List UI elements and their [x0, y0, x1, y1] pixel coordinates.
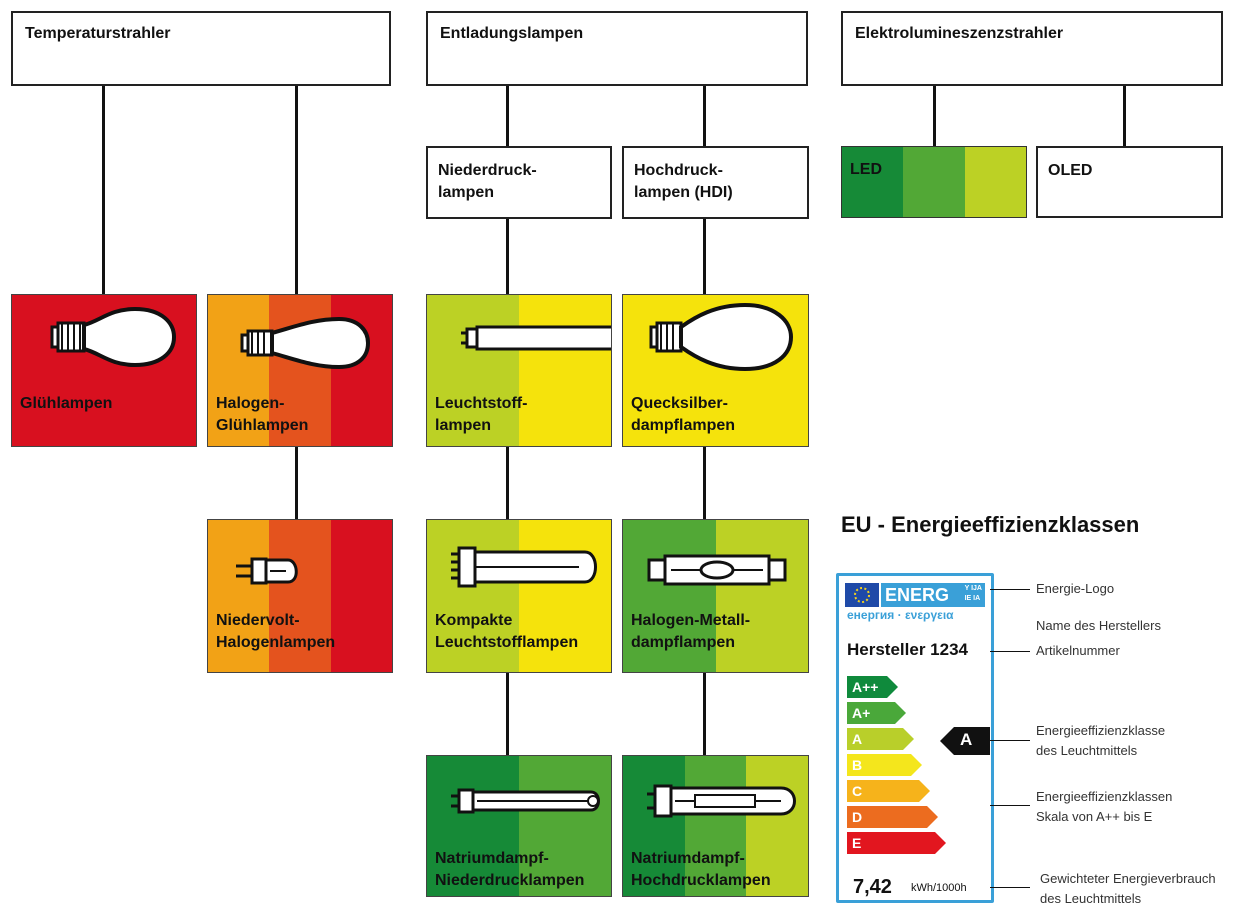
- tile-halogen-gluehlampen: Halogen- Glühlampen: [207, 294, 393, 447]
- tile-kompakte-leuchtstofflampen: Kompakte Leuchtstofflampen: [426, 519, 612, 673]
- manufacturer-name: Hersteller 1234: [847, 640, 968, 659]
- tile-niedervolt-halogenlampen: Niedervolt- Halogenlampen: [207, 519, 393, 673]
- tile-label: Quecksilber- dampflampen: [631, 395, 736, 434]
- annotation-energy-logo: Energie-Logo: [1036, 581, 1115, 596]
- subcategory-oled: OLED: [1036, 146, 1223, 218]
- energy-class-label: A: [852, 731, 863, 747]
- connector-line: [506, 218, 509, 294]
- annotation-efficiency-class: Energieeffizienzklasse des Leuchtmittels: [1036, 723, 1166, 758]
- category-label: Elektrolumineszenzstrahler: [855, 25, 1064, 42]
- logo-subtitle: енергия · ενεργεια: [847, 608, 954, 622]
- tile-halogen-metalldampflampen: Halogen-Metall- dampflampen: [622, 519, 809, 673]
- leader-line: [990, 740, 1030, 741]
- current-class-label: A: [960, 730, 973, 749]
- annotation-consumption: Gewichteter Energieverbrauch des Leuchtm…: [1040, 871, 1216, 906]
- tile-label: Natriumdampf- Niederdrucklampen: [435, 850, 585, 889]
- energy-class-label: E: [852, 835, 862, 851]
- energy-class-label: C: [852, 783, 863, 799]
- logo-small-text: Y IJA IE IA: [964, 585, 982, 602]
- consumption-value: 7,42: [853, 876, 892, 898]
- energy-class-bar: A++: [847, 676, 899, 698]
- energ-logo-box: ENERG Y IJA IE IA: [881, 583, 985, 607]
- tile-natriumdampf-niederdrucklampen: Natriumdampf- Niederdrucklampen: [426, 755, 612, 897]
- leader-line: [990, 805, 1030, 806]
- connector-line: [506, 447, 509, 519]
- low-voltage-halogen-icon: [236, 557, 298, 585]
- energy-class-label: B: [852, 757, 863, 773]
- tile-gluehlampen: Glühlampen: [11, 294, 197, 447]
- incandescent-bulb-icon: [50, 306, 177, 368]
- connector-line: [102, 86, 105, 294]
- tile-label: Glühlampen: [20, 395, 113, 412]
- tile-label: Kompakte Leuchtstofflampen: [435, 612, 579, 651]
- tile-label: LED: [850, 161, 882, 178]
- connector-line: [703, 86, 706, 146]
- subcategory-led: LED: [841, 146, 1027, 218]
- connector-line: [295, 447, 298, 519]
- annotation-article: Artikelnummer: [1036, 643, 1120, 658]
- annotation-class-scale: Energieeffizienzklassen Skala von A++ bi…: [1036, 789, 1173, 824]
- leader-line: [990, 589, 1030, 590]
- connector-line: [703, 218, 706, 294]
- tile-label: Halogen- Glühlampen: [216, 395, 309, 434]
- eu-energy-classes-title: EU - Energieeffizienzklassen: [841, 512, 1140, 537]
- compact-fluorescent-icon: [451, 546, 597, 588]
- energy-class-bar: C: [847, 780, 931, 802]
- connector-line: [506, 86, 509, 146]
- leader-line: [990, 651, 1030, 652]
- connector-line: [933, 86, 936, 146]
- annotation-manufacturer: Name des Herstellers: [1036, 618, 1161, 633]
- category-entladungslampen: Entladungslampen: [426, 11, 808, 86]
- connector-line: [703, 673, 706, 755]
- energy-class-label: A+: [852, 705, 871, 721]
- sodium-high-pressure-icon: [647, 784, 796, 818]
- tile-quecksilberdampflampen: Quecksilber- dampflampen: [622, 294, 809, 447]
- subcategory-niederdrucklampen: Niederdruck- lampen: [426, 146, 612, 219]
- energy-class-bar: D: [847, 806, 939, 828]
- tile-leuchtstofflampen: Leuchtstoff- lampen: [426, 294, 612, 447]
- energy-class-bar: B: [847, 754, 923, 776]
- category-elektrolumineszenzstrahler: Elektrolumineszenzstrahler: [841, 11, 1223, 86]
- current-class-arrow: A: [940, 727, 990, 755]
- tile-natriumdampf-hochdrucklampen: Natriumdampf- Hochdrucklampen: [622, 755, 809, 897]
- energy-class-bar: E: [847, 832, 947, 854]
- halogen-bulb-icon: [240, 316, 371, 370]
- metal-halide-icon: [647, 554, 787, 586]
- tile-label: Natriumdampf- Hochdrucklampen: [631, 850, 771, 889]
- sodium-low-pressure-icon: [451, 788, 600, 814]
- energy-class-bar: A+: [847, 702, 907, 724]
- leader-line: [990, 887, 1030, 888]
- tile-label: Niedervolt- Halogenlampen: [216, 612, 336, 651]
- energy-logo: ENERG Y IJA IE IA енергия · ενεργεια: [843, 580, 989, 624]
- consumption-unit: kWh/1000h: [911, 882, 967, 894]
- category-label: Entladungslampen: [440, 25, 584, 42]
- subcategory-hochdrucklampen: Hochdruck- lampen (HDI): [622, 146, 809, 219]
- connector-line: [295, 86, 298, 294]
- category-label: Temperaturstrahler: [25, 25, 171, 42]
- energy-class-label: D: [852, 809, 863, 825]
- tile-label: Leuchtstoff- lampen: [435, 395, 528, 434]
- connector-line: [506, 673, 509, 755]
- connector-line: [1123, 86, 1126, 146]
- tile-label: Halogen-Metall- dampflampen: [631, 612, 751, 651]
- mercury-vapor-bulb-icon: [649, 302, 794, 372]
- logo-text: ENERG: [885, 585, 950, 605]
- category-temperaturstrahler: Temperaturstrahler: [11, 11, 391, 86]
- connector-line: [703, 447, 706, 519]
- eu-flag-icon: [845, 583, 879, 607]
- energy-class-label: A++: [852, 679, 879, 695]
- fluorescent-tube-icon: [461, 325, 611, 351]
- energy-class-bar: A: [847, 728, 915, 750]
